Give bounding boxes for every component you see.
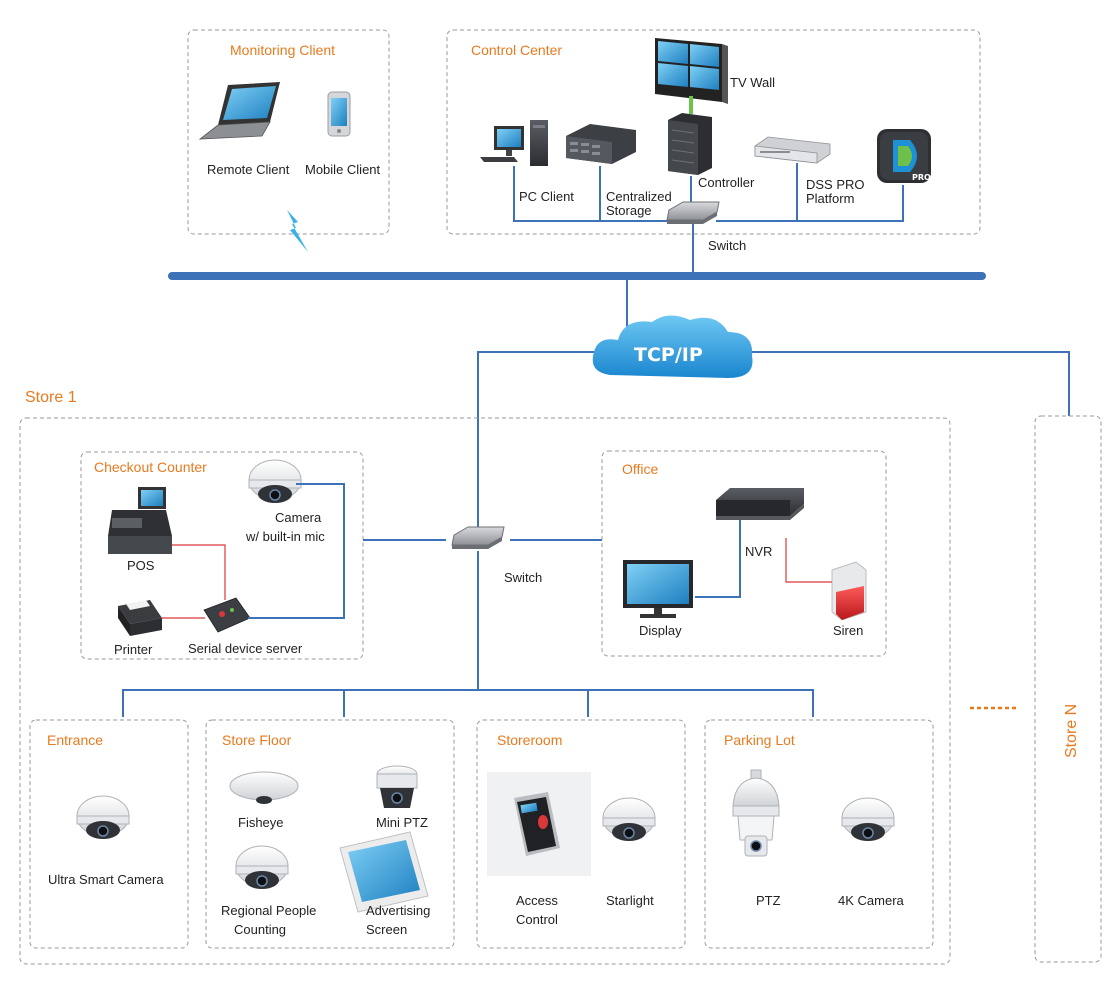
network-label: TCP/IP	[634, 344, 703, 366]
store1-group	[19, 417, 951, 965]
camera-mic-label-2: w/ built-in mic	[245, 529, 325, 544]
mini-ptz-label: Mini PTZ	[376, 815, 428, 830]
ptz-label: PTZ	[756, 893, 781, 908]
storage-icon	[566, 124, 636, 164]
dss-app-icon: PRO	[877, 129, 931, 183]
switch-icon	[666, 201, 720, 225]
nvr-icon	[716, 488, 804, 520]
dome-camera-icon	[841, 797, 895, 842]
checkout-counter-group	[80, 451, 364, 660]
serial-device-server-label: Serial device server	[188, 641, 303, 656]
regional-people-label-2: Counting	[234, 922, 286, 937]
store1-title: Store 1	[25, 389, 77, 406]
regional-people-label-1: Regional People	[221, 903, 316, 918]
nvr-label: NVR	[745, 544, 772, 559]
storeroom-title: Storeroom	[497, 732, 562, 748]
access-control-label-2: Control	[516, 912, 558, 927]
parking-lot-group	[704, 719, 934, 949]
mobile-client-label: Mobile Client	[305, 162, 381, 177]
store-n-title: Store N	[1063, 704, 1080, 758]
tv-wall-label: TV Wall	[730, 75, 775, 90]
dome-camera-icon	[235, 845, 289, 890]
dss-pro-label-1: DSS PRO	[806, 177, 865, 192]
dss-pro-label-2: Platform	[806, 191, 854, 206]
dome-camera-icon	[248, 459, 302, 504]
controller-icon	[668, 113, 712, 175]
printer-label: Printer	[114, 642, 153, 657]
centralized-storage-label-1: Centralized	[606, 189, 672, 204]
advertising-label-2: Screen	[366, 922, 407, 937]
pos-icon	[108, 487, 172, 554]
dome-camera-icon	[602, 797, 656, 842]
ultra-smart-camera-label: Ultra Smart Camera	[48, 872, 164, 887]
fisheye-label: Fisheye	[238, 815, 284, 830]
laptop-icon	[198, 82, 280, 140]
office-title: Office	[622, 461, 659, 477]
switch-top-label: Switch	[708, 238, 746, 253]
store-floor-group	[205, 719, 455, 949]
centralized-storage-label-2: Storage	[606, 203, 652, 218]
office-group	[601, 450, 887, 657]
monitor-icon	[623, 560, 693, 618]
siren-icon	[831, 561, 867, 621]
serial-server-icon	[203, 597, 251, 633]
monitoring-client-title: Monitoring Client	[230, 42, 335, 58]
printer-icon	[118, 600, 162, 636]
starlight-label: Starlight	[606, 893, 654, 908]
tablet-icon	[339, 831, 429, 913]
pc-client-label: PC Client	[519, 189, 574, 204]
checkout-counter-title: Checkout Counter	[94, 459, 207, 475]
ptz-icon	[376, 765, 418, 808]
video-wall-icon	[655, 38, 728, 104]
4k-camera-label: 4K Camera	[838, 893, 905, 908]
wireless-icon	[287, 210, 308, 252]
parking-lot-title: Parking Lot	[724, 732, 795, 748]
access-control-icon	[487, 772, 591, 876]
server-icon	[754, 136, 831, 164]
pc-icon	[480, 120, 548, 166]
ptz-icon	[732, 769, 780, 857]
switch-icon	[451, 526, 505, 550]
siren-label: Siren	[833, 623, 863, 638]
control-center-group	[446, 29, 981, 235]
remote-client-label: Remote Client	[207, 162, 290, 177]
entrance-group	[29, 719, 189, 949]
access-control-label-1: Access	[516, 893, 558, 908]
cloud-icon	[592, 315, 753, 378]
controller-label: Controller	[698, 175, 755, 190]
phone-icon	[327, 91, 351, 137]
dome-camera-icon	[76, 795, 130, 840]
store-floor-title: Store Floor	[222, 732, 292, 748]
switch-store-label: Switch	[504, 570, 542, 585]
display-label: Display	[639, 623, 682, 638]
fisheye-icon	[229, 771, 299, 804]
dss-badge-label: PRO	[912, 173, 931, 182]
advertising-label-1: Advertising	[366, 903, 430, 918]
entrance-title: Entrance	[47, 732, 103, 748]
store-n-group	[1034, 415, 1102, 963]
camera-mic-label-1: Camera	[275, 510, 322, 525]
monitoring-client-group	[187, 29, 390, 235]
control-center-title: Control Center	[471, 42, 562, 58]
pos-label: POS	[127, 558, 155, 573]
storeroom-group	[476, 719, 686, 949]
